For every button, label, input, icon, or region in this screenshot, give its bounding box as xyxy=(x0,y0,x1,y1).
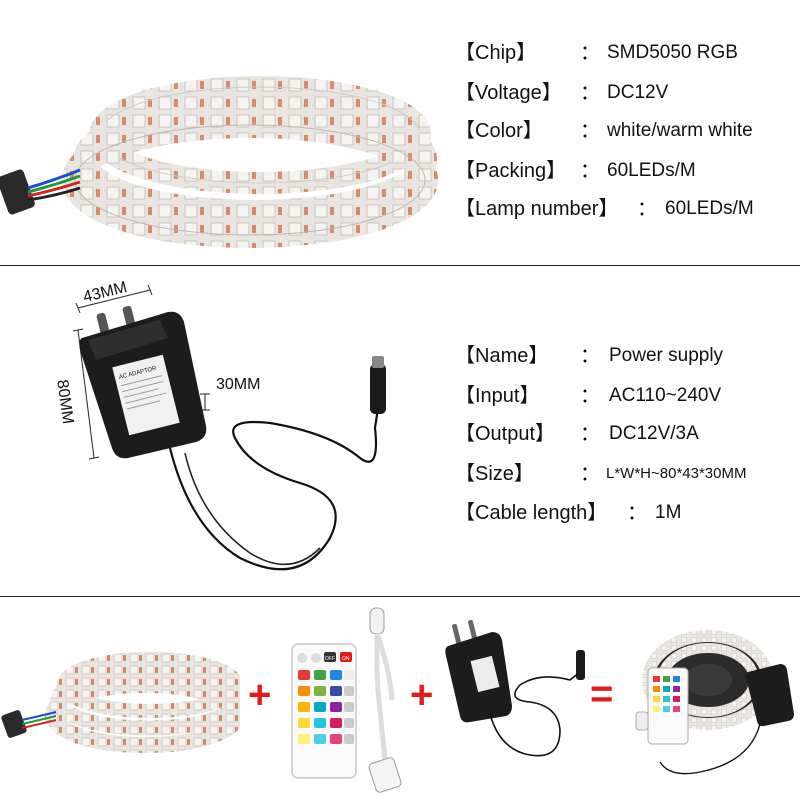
spec-colon: ： xyxy=(627,502,647,524)
spec-colon: ： xyxy=(637,198,657,220)
kit-power-adapter-image xyxy=(445,619,585,757)
kit-remote-control-image: OFF ON xyxy=(291,643,357,779)
spec-colon: ： xyxy=(580,160,600,182)
kit-rgb-controller-image xyxy=(368,607,402,793)
spec-value: L*W*H~80*43*30MM xyxy=(606,465,747,482)
section-divider xyxy=(0,265,800,266)
spec-colon: ： xyxy=(580,385,600,407)
equals-operator: = xyxy=(590,672,614,716)
spec-label: 【Chip】 xyxy=(455,42,537,64)
spec-label: 【Output】 xyxy=(455,423,556,445)
spec-label: 【Size】 xyxy=(455,463,534,485)
remote-on-label: ON xyxy=(342,656,350,662)
spec-colon: ： xyxy=(580,82,600,104)
spec-value: DC12V/3A xyxy=(609,423,699,444)
section-divider xyxy=(0,596,800,597)
spec-value: 60LEDs/M xyxy=(607,160,696,181)
spec-colon: ： xyxy=(580,463,600,485)
plus-operator: + xyxy=(248,673,272,717)
spec-value: Power supply xyxy=(609,345,724,366)
spec-label: 【Voltage】 xyxy=(455,82,562,104)
spec-label: 【Input】 xyxy=(455,385,540,407)
kit-led-strip-image xyxy=(1,652,240,753)
spec-label: 【Cable length】 xyxy=(455,502,608,524)
spec-label: 【Color】 xyxy=(455,120,543,142)
spec-label: 【Packing】 xyxy=(455,160,567,182)
plus-operator: + xyxy=(410,673,434,717)
adapter-depth-dimension: 30MM xyxy=(216,376,261,393)
spec-label: 【Lamp number】 xyxy=(455,198,619,220)
power-adapter-image: AC ADAPTOR xyxy=(72,284,386,571)
kit-complete-set-image xyxy=(635,630,794,775)
spec-colon: ： xyxy=(580,42,600,64)
spec-value: DC12V xyxy=(607,82,669,103)
spec-value: SMD5050 RGB xyxy=(607,42,738,63)
spec-colon: ： xyxy=(580,423,600,445)
spec-label: 【Name】 xyxy=(455,345,549,367)
remote-off-label: OFF xyxy=(325,656,335,662)
led-strip-reel-image xyxy=(0,76,438,248)
spec-value: AC110~240V xyxy=(609,385,722,406)
spec-colon: ： xyxy=(580,120,600,142)
spec-value: white/warm white xyxy=(607,120,753,141)
spec-value: 60LEDs/M xyxy=(665,198,754,219)
spec-colon: ： xyxy=(580,345,600,367)
remote-color-buttons xyxy=(298,670,354,744)
spec-value: 1M xyxy=(655,502,682,523)
